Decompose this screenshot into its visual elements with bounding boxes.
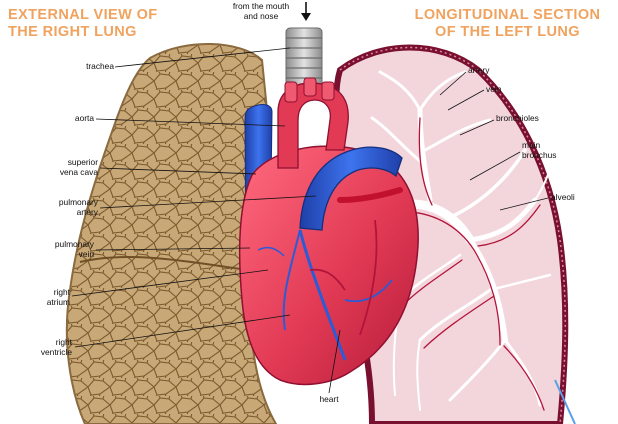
left-title-line1: EXTERNAL VIEW OF bbox=[8, 7, 158, 24]
left-title: EXTERNAL VIEW OF THE RIGHT LUNG bbox=[8, 7, 158, 41]
label-right-ventricle-line2: ventricle bbox=[10, 348, 72, 358]
label-right-atrium: right atrium bbox=[10, 288, 70, 307]
airflow-label-line2: and nose bbox=[226, 12, 296, 22]
label-pulmonary-vein: pulmonary vein bbox=[16, 240, 94, 259]
label-main-bronchus: main bronchus bbox=[522, 141, 556, 160]
right-title-line1: LONGITUDINAL SECTION bbox=[405, 7, 610, 24]
label-pulmonary-artery: pulmonary artery bbox=[20, 198, 98, 217]
label-pulmonary-vein-line2: vein bbox=[16, 250, 94, 260]
label-superior-vena-cava-line2: vena cava bbox=[20, 168, 98, 178]
label-main-bronchus-line2: bronchus bbox=[522, 151, 556, 161]
label-trachea: trachea bbox=[60, 62, 114, 72]
label-aorta: aorta bbox=[40, 114, 94, 124]
label-pulmonary-artery-line2: artery bbox=[20, 208, 98, 218]
down-arrow-icon bbox=[301, 2, 311, 21]
label-artery: artery bbox=[468, 66, 489, 76]
right-title-line2: OF THE LEFT LUNG bbox=[405, 24, 610, 41]
label-right-ventricle: right ventricle bbox=[10, 338, 72, 357]
label-superior-vena-cava: superior vena cava bbox=[20, 158, 98, 177]
airflow-label: from the mouth and nose bbox=[226, 2, 296, 21]
right-title: LONGITUDINAL SECTION OF THE LEFT LUNG bbox=[405, 7, 610, 41]
label-right-atrium-line2: atrium bbox=[10, 298, 70, 308]
label-bronchioles: bronchioles bbox=[496, 114, 539, 124]
left-title-line2: THE RIGHT LUNG bbox=[8, 24, 158, 41]
label-heart: heart bbox=[304, 395, 354, 405]
label-vein: vein bbox=[486, 85, 501, 95]
label-alveoli: alveoli bbox=[551, 193, 575, 203]
